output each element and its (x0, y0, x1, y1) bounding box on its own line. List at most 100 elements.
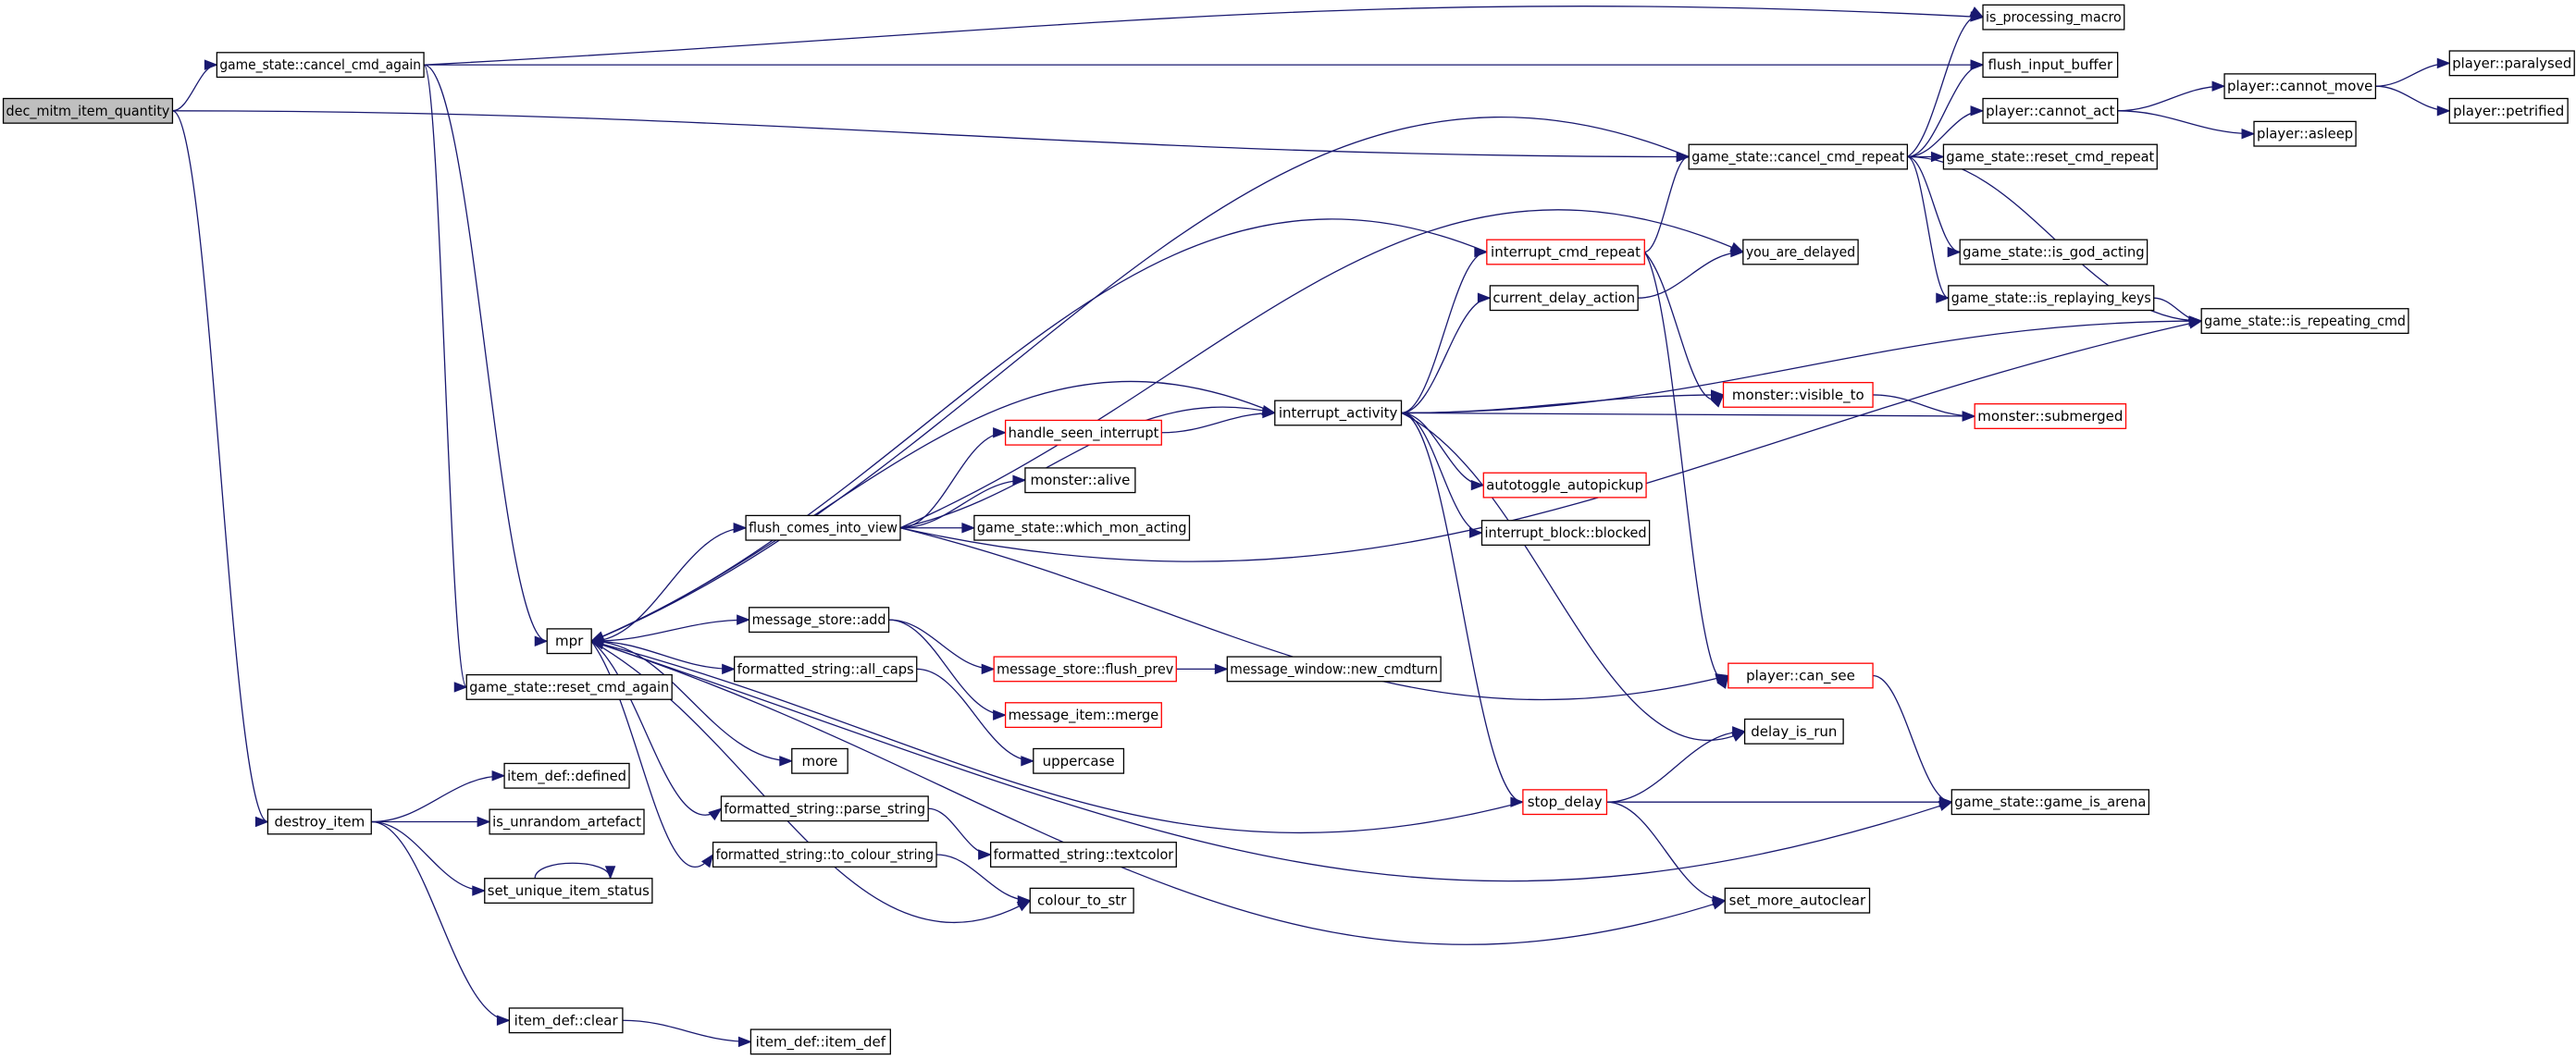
node-monster-visible-to[interactable]: monster::visible_to (1722, 381, 1874, 408)
node-game-state-reset-cmd-repeat[interactable]: game_state::reset_cmd_repeat (1942, 143, 2158, 170)
node-game-state-cancel-cmd-again[interactable]: game_state::cancel_cmd_again (216, 52, 425, 79)
node-label: dec_mitm_item_quantity (6, 103, 170, 120)
node-set-unique-item-status[interactable]: set_unique_item_status (484, 878, 653, 905)
node-monster-alive[interactable]: monster::alive (1024, 467, 1136, 494)
edge-line (371, 775, 505, 823)
node-player-can-see[interactable]: player::can_see (1728, 662, 1874, 689)
edge-line (172, 110, 1690, 158)
node-box (1489, 285, 1639, 312)
edge-arrowhead (1970, 59, 1985, 70)
node-monster-submerged[interactable]: monster::submerged (1974, 403, 2127, 429)
node-autotoggle-autopickup[interactable]: autotoggle_autopickup (1482, 472, 1647, 499)
node-message-store-add[interactable]: message_store::add (748, 607, 890, 634)
node-is-processing-macro[interactable]: is_processing_macro (1982, 4, 2125, 31)
node-colour-to-str[interactable]: colour_to_str (1029, 887, 1134, 914)
node-box (1948, 285, 2155, 312)
node-message-store-flush-prev[interactable]: message_store::flush_prev (993, 656, 1177, 683)
node-player-asleep[interactable]: player::asleep (2253, 120, 2357, 147)
edge-arrowhead (1962, 411, 1976, 422)
node-message-item-merge[interactable]: message_item::merge (1004, 702, 1162, 729)
node-flush-comes-into-view[interactable]: flush_comes_into_view (745, 514, 901, 541)
edge-line (172, 64, 217, 112)
node-box (1482, 472, 1647, 499)
edge-n19-to-n36 (1401, 412, 1746, 742)
node-current-delay-action[interactable]: current_delay_action (1489, 285, 1639, 312)
edge-n8-to-n10 (2375, 85, 2451, 117)
node-player-paralysed[interactable]: player::paralysed (2448, 50, 2575, 77)
node-box (791, 747, 848, 774)
node-label: formatted_string::textcolor (994, 846, 1174, 864)
node-label: game_state::reset_cmd_repeat (1946, 149, 2154, 166)
edge-n44-to-n46 (371, 816, 491, 828)
node-box (1942, 143, 2158, 170)
node-dec-mitm-item-quantity[interactable]: dec_mitm_item_quantity (2, 97, 174, 124)
node-item-def-item-def[interactable]: item_def::item_def (749, 1028, 891, 1055)
node-label: formatted_string::parse_string (724, 800, 925, 818)
edge-arrowhead (477, 816, 491, 828)
node-label: uppercase (1043, 753, 1115, 770)
node-game-state-reset-cmd-again[interactable]: game_state::reset_cmd_again (465, 673, 673, 700)
edge-line (899, 432, 1006, 529)
edge-line (928, 807, 991, 856)
edge-arrowhead (993, 709, 1008, 720)
node-destroy-item[interactable]: destroy_item (266, 808, 372, 835)
node-item-def-clear[interactable]: item_def::clear (508, 1007, 624, 1034)
node-game-state-which-mon-acting[interactable]: game_state::which_mon_acting (973, 514, 1191, 541)
edge-line (1401, 412, 1975, 417)
edge-arrowhead (254, 816, 269, 828)
node-more[interactable]: more (791, 747, 848, 774)
node-item-def-defined[interactable]: item_def::defined (503, 762, 630, 789)
node-interrupt-block-blocked[interactable]: interrupt_block::blocked (1480, 520, 1651, 547)
edge-arrowhead (1930, 151, 1945, 163)
edge-n1-to-n3 (424, 59, 1985, 70)
node-formatted-string-all-caps[interactable]: formatted_string::all_caps (734, 656, 918, 683)
node-delay-is-run[interactable]: delay_is_run (1743, 718, 1844, 745)
node-player-petrified[interactable]: player::petrified (2448, 97, 2569, 124)
edge-n21-to-n22 (1873, 394, 1976, 422)
node-game-state-cancel-cmd-repeat[interactable]: game_state::cancel_cmd_repeat (1688, 143, 1909, 170)
node-mpr[interactable]: mpr (546, 628, 592, 655)
node-message-window-new-cmdturn[interactable]: message_window::new_cmdturn (1226, 656, 1442, 683)
node-game-state-is-repeating-cmd[interactable]: game_state::is_repeating_cmd (2200, 308, 2409, 335)
edge-line (371, 820, 485, 892)
node-formatted-string-to-colour-string[interactable]: formatted_string::to_colour_string (712, 842, 937, 868)
node-flush-input-buffer[interactable]: flush_input_buffer (1982, 52, 2119, 79)
node-is-unrandom-artefact[interactable]: is_unrandom_artefact (489, 808, 645, 835)
node-label: item_def::clear (514, 1012, 619, 1029)
edge-line (590, 380, 1276, 642)
node-formatted-string-parse-string[interactable]: formatted_string::parse_string (720, 795, 929, 822)
node-label: formatted_string::to_colour_string (716, 846, 934, 864)
node-label: set_unique_item_status (488, 882, 650, 900)
node-uppercase[interactable]: uppercase (1033, 747, 1125, 774)
edge-arrowhead (981, 663, 996, 675)
node-box (1951, 789, 2150, 816)
node-box (546, 628, 592, 655)
node-formatted-string-textcolor[interactable]: formatted_string::textcolor (989, 842, 1177, 868)
edge-n19-to-n15 (1401, 315, 2203, 414)
node-interrupt-activity[interactable]: interrupt_activity (1274, 400, 1403, 426)
node-label: is_unrandom_artefact (492, 813, 641, 831)
node-player-cannot-move[interactable]: player::cannot_move (2223, 73, 2377, 100)
edge-arrowhead (534, 635, 549, 646)
node-game-state-game-is-arena[interactable]: game_state::game_is_arena (1951, 789, 2150, 816)
node-handle-seen-interrupt[interactable]: handle_seen_interrupt (1004, 419, 1162, 446)
edge-arrowhead (978, 849, 993, 860)
edge-line (423, 64, 467, 688)
node-interrupt-cmd-repeat[interactable]: interrupt_cmd_repeat (1486, 239, 1645, 265)
edge-line (1161, 412, 1275, 434)
edge-line (534, 862, 612, 879)
node-set-more-autoclear[interactable]: set_more_autoclear (1724, 887, 1871, 914)
edge-arrowhead (491, 770, 506, 782)
node-box (1688, 143, 1909, 170)
node-label: game_state::cancel_cmd_repeat (1691, 149, 1904, 166)
node-game-state-is-replaying-keys[interactable]: game_state::is_replaying_keys (1948, 285, 2155, 312)
node-game-state-is-god-acting[interactable]: game_state::is_god_acting (1959, 239, 2149, 265)
node-stop-delay[interactable]: stop_delay (1522, 789, 1608, 816)
node-box (1982, 4, 2125, 31)
node-player-cannot-act[interactable]: player::cannot_act (1982, 97, 2119, 124)
node-label: message_window::new_cmdturn (1230, 660, 1438, 678)
edge-line (1401, 251, 1487, 414)
node-you-are-delayed[interactable]: you_are_delayed (1742, 239, 1859, 265)
edge-n26-to-n27 (899, 522, 976, 534)
edge-line (2117, 85, 2225, 112)
